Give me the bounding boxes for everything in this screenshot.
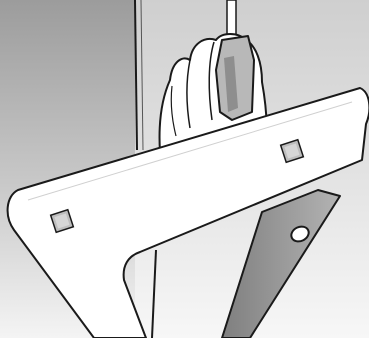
clip-icon [216,36,254,120]
rod [227,0,236,36]
